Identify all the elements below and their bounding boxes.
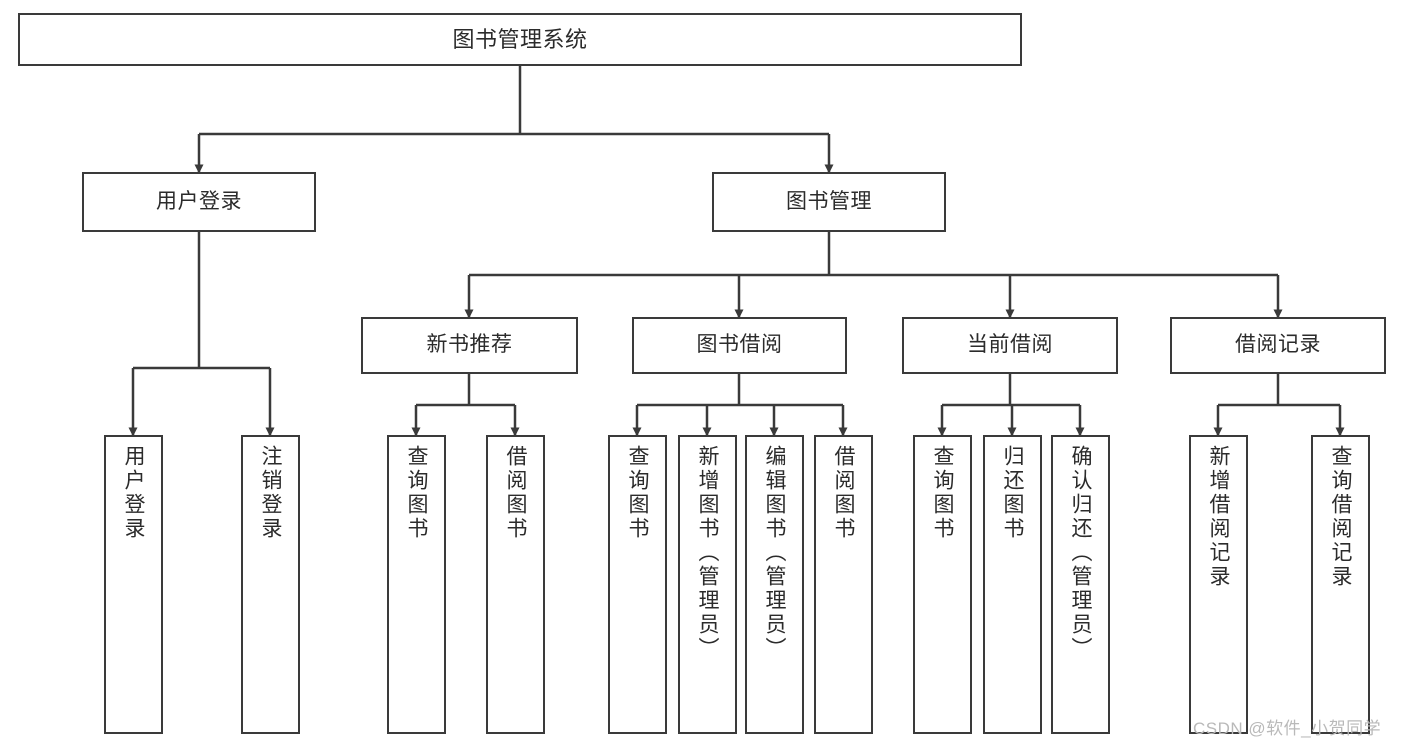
node-leaf-user-login[interactable]: 用户登录 [104, 435, 163, 734]
node-leaf-edit-book[interactable]: 编辑图书（管理员） [745, 435, 804, 734]
node-label: 图书借阅 [696, 333, 783, 357]
node-label: 新增借阅记录 [1207, 445, 1230, 589]
node-current-borrow[interactable]: 当前借阅 [902, 317, 1118, 374]
node-leaf-confirm-return[interactable]: 确认归还（管理员） [1051, 435, 1110, 734]
csdn-watermark: CSDN @软件_小贺同学 [1193, 719, 1382, 738]
node-label: 借阅图书 [504, 445, 527, 541]
node-leaf-query-borrow-record[interactable]: 查询借阅记录 [1311, 435, 1370, 734]
node-leaf-query-book-2[interactable]: 查询图书 [608, 435, 667, 734]
node-label: 查询借阅记录 [1329, 445, 1352, 589]
connector-lines [128, 66, 1345, 437]
node-leaf-query-book-3[interactable]: 查询图书 [913, 435, 972, 734]
node-label: 图书管理 [786, 189, 872, 213]
node-label: 编辑图书（管理员） [763, 445, 786, 661]
node-label: 用户登录 [156, 189, 242, 213]
node-root-system[interactable]: 图书管理系统 [18, 13, 1022, 66]
node-label: 新书推荐 [426, 333, 513, 357]
node-borrow-record[interactable]: 借阅记录 [1170, 317, 1386, 374]
node-book-manage[interactable]: 图书管理 [712, 172, 946, 232]
node-label: 用户登录 [122, 445, 145, 541]
node-book-borrow[interactable]: 图书借阅 [632, 317, 847, 374]
node-label: 查询图书 [626, 445, 649, 541]
node-leaf-query-book-1[interactable]: 查询图书 [387, 435, 446, 734]
node-leaf-borrow-book-1[interactable]: 借阅图书 [486, 435, 545, 734]
node-leaf-add-book[interactable]: 新增图书（管理员） [678, 435, 737, 734]
node-label: 借阅图书 [832, 445, 855, 541]
node-new-book-recommend[interactable]: 新书推荐 [361, 317, 578, 374]
node-label: 归还图书 [1001, 445, 1024, 541]
node-user-login[interactable]: 用户登录 [82, 172, 316, 232]
node-label: 查询图书 [405, 445, 428, 541]
node-label: 注销登录 [259, 445, 282, 541]
node-leaf-user-logout[interactable]: 注销登录 [241, 435, 300, 734]
node-label: 图书管理系统 [452, 26, 588, 52]
node-leaf-borrow-book-2[interactable]: 借阅图书 [814, 435, 873, 734]
node-label: 新增图书（管理员） [696, 445, 719, 661]
node-label: 当前借阅 [967, 333, 1053, 357]
node-leaf-add-borrow-record[interactable]: 新增借阅记录 [1189, 435, 1248, 734]
node-label: 查询图书 [931, 445, 954, 541]
node-label: 确认归还（管理员） [1069, 445, 1092, 661]
node-label: 借阅记录 [1235, 333, 1321, 357]
node-leaf-return-book[interactable]: 归还图书 [983, 435, 1042, 734]
